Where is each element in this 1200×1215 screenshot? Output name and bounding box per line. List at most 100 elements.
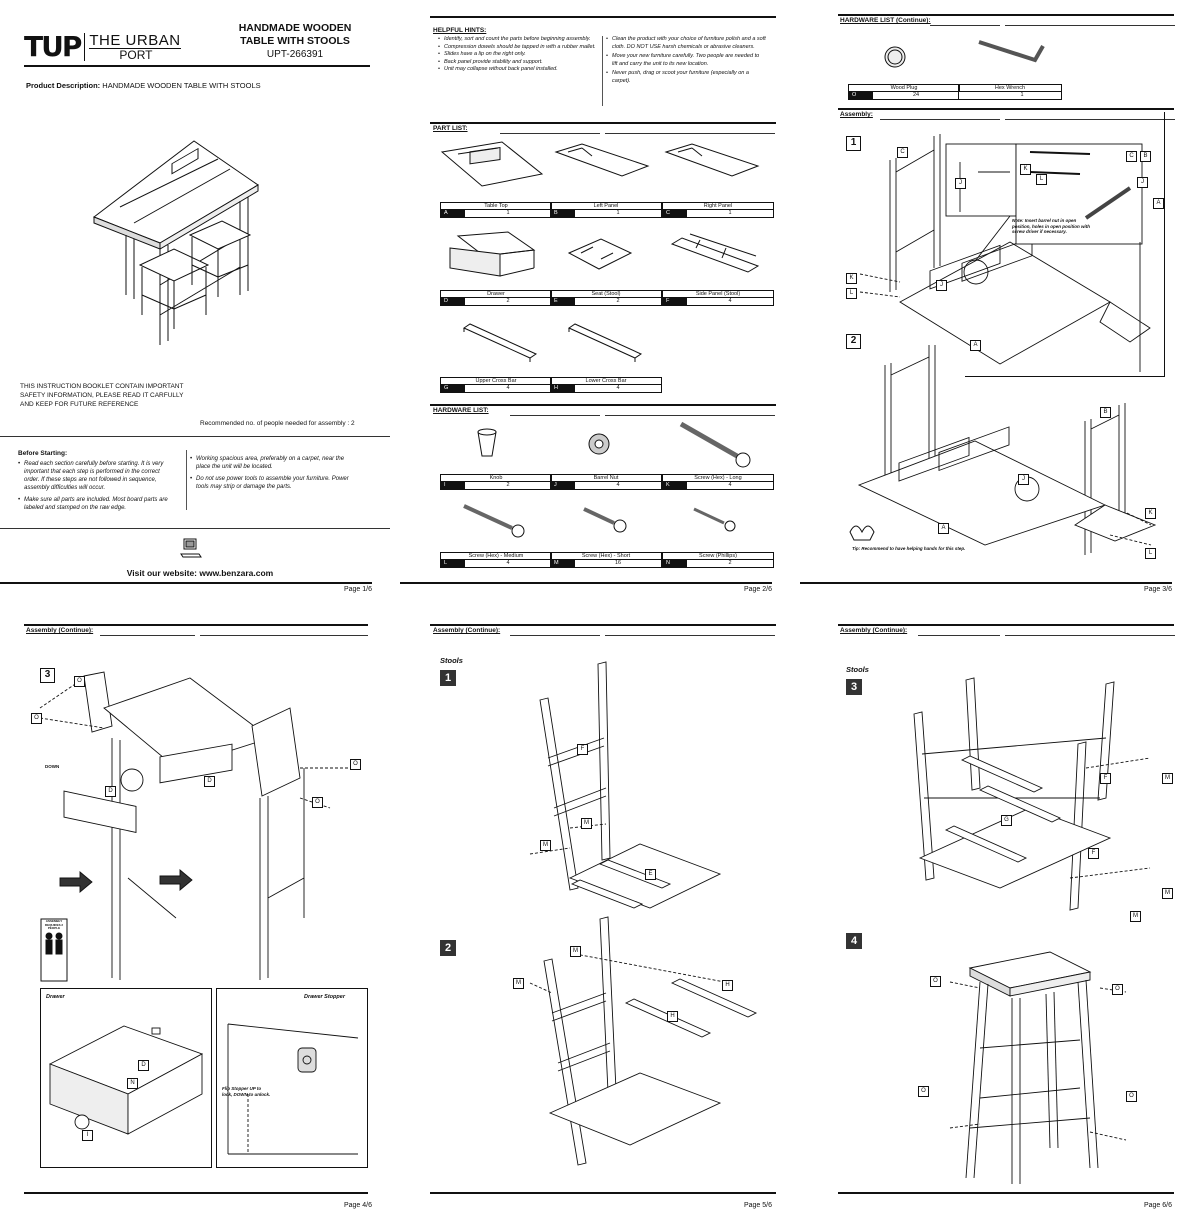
part-code: H [551, 385, 575, 392]
part-qty: 1 [616, 210, 620, 216]
part-name: Drawer [441, 291, 551, 298]
table-top-icon [440, 141, 544, 187]
step-number: 1 [846, 136, 861, 151]
wood-plug-icon [884, 46, 906, 68]
step-number: 3 [846, 679, 862, 695]
hw-code: K [663, 482, 687, 489]
hw-qty: 4 [616, 482, 620, 488]
product-description: Product Description: HANDMADE WOODEN TAB… [26, 81, 261, 90]
assembly-note: Note: Insert barrel nut in open position… [1012, 218, 1090, 234]
label-h: H [722, 980, 733, 991]
label-a: A [1153, 198, 1164, 209]
page-number: Page 2/6 [743, 586, 772, 593]
assembly-cont-title: Assembly (Continue): [840, 627, 908, 634]
drawer-icon [449, 231, 536, 277]
before-item: Make sure all parts are included. Most b… [18, 496, 176, 512]
screw-hex-long-icon [679, 421, 751, 468]
label-o: O [31, 713, 42, 724]
part-code: F [663, 298, 687, 305]
hw-qty: 2 [506, 482, 510, 488]
page-2-parts: HELPFUL HINTS: Identify, sort and count … [400, 0, 800, 607]
hw-name: Wood Plug [849, 85, 959, 92]
label-n: N [127, 1078, 138, 1089]
part-qty: 2 [616, 298, 620, 304]
part-code: B [551, 210, 575, 217]
hw-name: Barrel Nut [551, 475, 661, 482]
left-panel-icon [554, 143, 650, 177]
table-with-stools-illustration [92, 140, 259, 345]
label-m: M [540, 840, 551, 851]
before-starting-title: Before Starting: [18, 450, 68, 457]
hint-item: Slides have a lip on the right only. [438, 51, 598, 59]
barrel-nut-icon [588, 433, 610, 455]
lower-cross-bar-icon [567, 323, 643, 362]
part-qty: 4 [728, 298, 732, 304]
page-number: Page 3/6 [1143, 586, 1172, 593]
sku: UPT-266391 [266, 49, 324, 60]
label-m: M [1130, 911, 1141, 922]
before-starting-left: Read each section carefully before start… [18, 460, 176, 512]
label-d: D [105, 786, 116, 797]
hw-code: O [849, 92, 873, 99]
hw-qty: 4 [728, 482, 732, 488]
part-code: A [441, 210, 465, 217]
drawer-stopper-inset [216, 988, 368, 1168]
hint-item: Clean the product with your choice of fu… [606, 36, 766, 51]
page-1-cover: TUP THE URBAN PORT HANDMADE WOODEN TABLE… [0, 0, 400, 607]
page-number: Page 1/6 [343, 586, 372, 593]
part-code: C [663, 210, 687, 217]
before-item: Do not use power tools to assemble your … [190, 475, 350, 491]
page-4-assembly: Assembly (Continue): 3 O O O O D D DOWN … [0, 608, 400, 1215]
safety-note: THIS INSTRUCTION BOOKLET CONTAIN IMPORTA… [20, 382, 184, 409]
hw-qty: 4 [506, 560, 510, 566]
label-a: A [970, 340, 981, 351]
title-line-1: HANDMADE WOODEN [238, 22, 352, 34]
cover-title: HANDMADE WOODEN TABLE WITH STOOLS UPT-26… [225, 22, 365, 61]
step-number: 1 [440, 670, 456, 686]
hw-name: Screw (Hex) - Medium [441, 553, 551, 560]
assembly-tip: Tip: Recommend to have helping hands for… [852, 546, 966, 551]
assembly-cont-title: Assembly (Continue): [26, 627, 94, 634]
part-qty: 2 [506, 298, 510, 304]
label-d: D [204, 776, 215, 787]
part-name: Table Top [441, 203, 551, 210]
page-number: Page 5/6 [743, 1202, 772, 1209]
stool-step-2-diagram [529, 916, 758, 1166]
seat-icon [567, 238, 633, 270]
upper-cross-bar-icon [462, 323, 538, 362]
step-3-table-diagram [39, 671, 350, 980]
hw-qty: 1 [1020, 92, 1024, 98]
website-link[interactable]: Visit our website: www.benzara.com [126, 568, 274, 578]
screw-hex-short-icon [583, 507, 627, 533]
hw-name: Screw (Phillips) [663, 553, 773, 560]
label-b: B [1100, 407, 1111, 418]
safety-line-3: AND KEEP FOR FUTURE REFERENCE [20, 401, 139, 408]
part-qty: 4 [616, 385, 620, 391]
knob-icon [477, 428, 497, 457]
page-number: Page 4/6 [343, 1202, 372, 1209]
hw-name: Hex Wrench [959, 85, 1061, 92]
logo-name-2: PORT [89, 47, 181, 61]
warning-label: ASSEMBLY REQUIRES 2 PEOPLE [44, 919, 64, 930]
hw-code: M [551, 560, 575, 567]
hints-right: Clean the product with your choice of fu… [606, 36, 766, 85]
screw-hex-medium-icon [463, 504, 525, 538]
screw-phillips-icon [693, 507, 736, 532]
label-o: O [74, 676, 85, 687]
label-f: F [1100, 773, 1111, 784]
right-panel-icon [664, 143, 760, 177]
hw-name: Screw (Hex) - Short [551, 553, 661, 560]
hint-item: Compression dowels should be tapped in w… [438, 44, 598, 52]
label-h: H [667, 1011, 678, 1022]
